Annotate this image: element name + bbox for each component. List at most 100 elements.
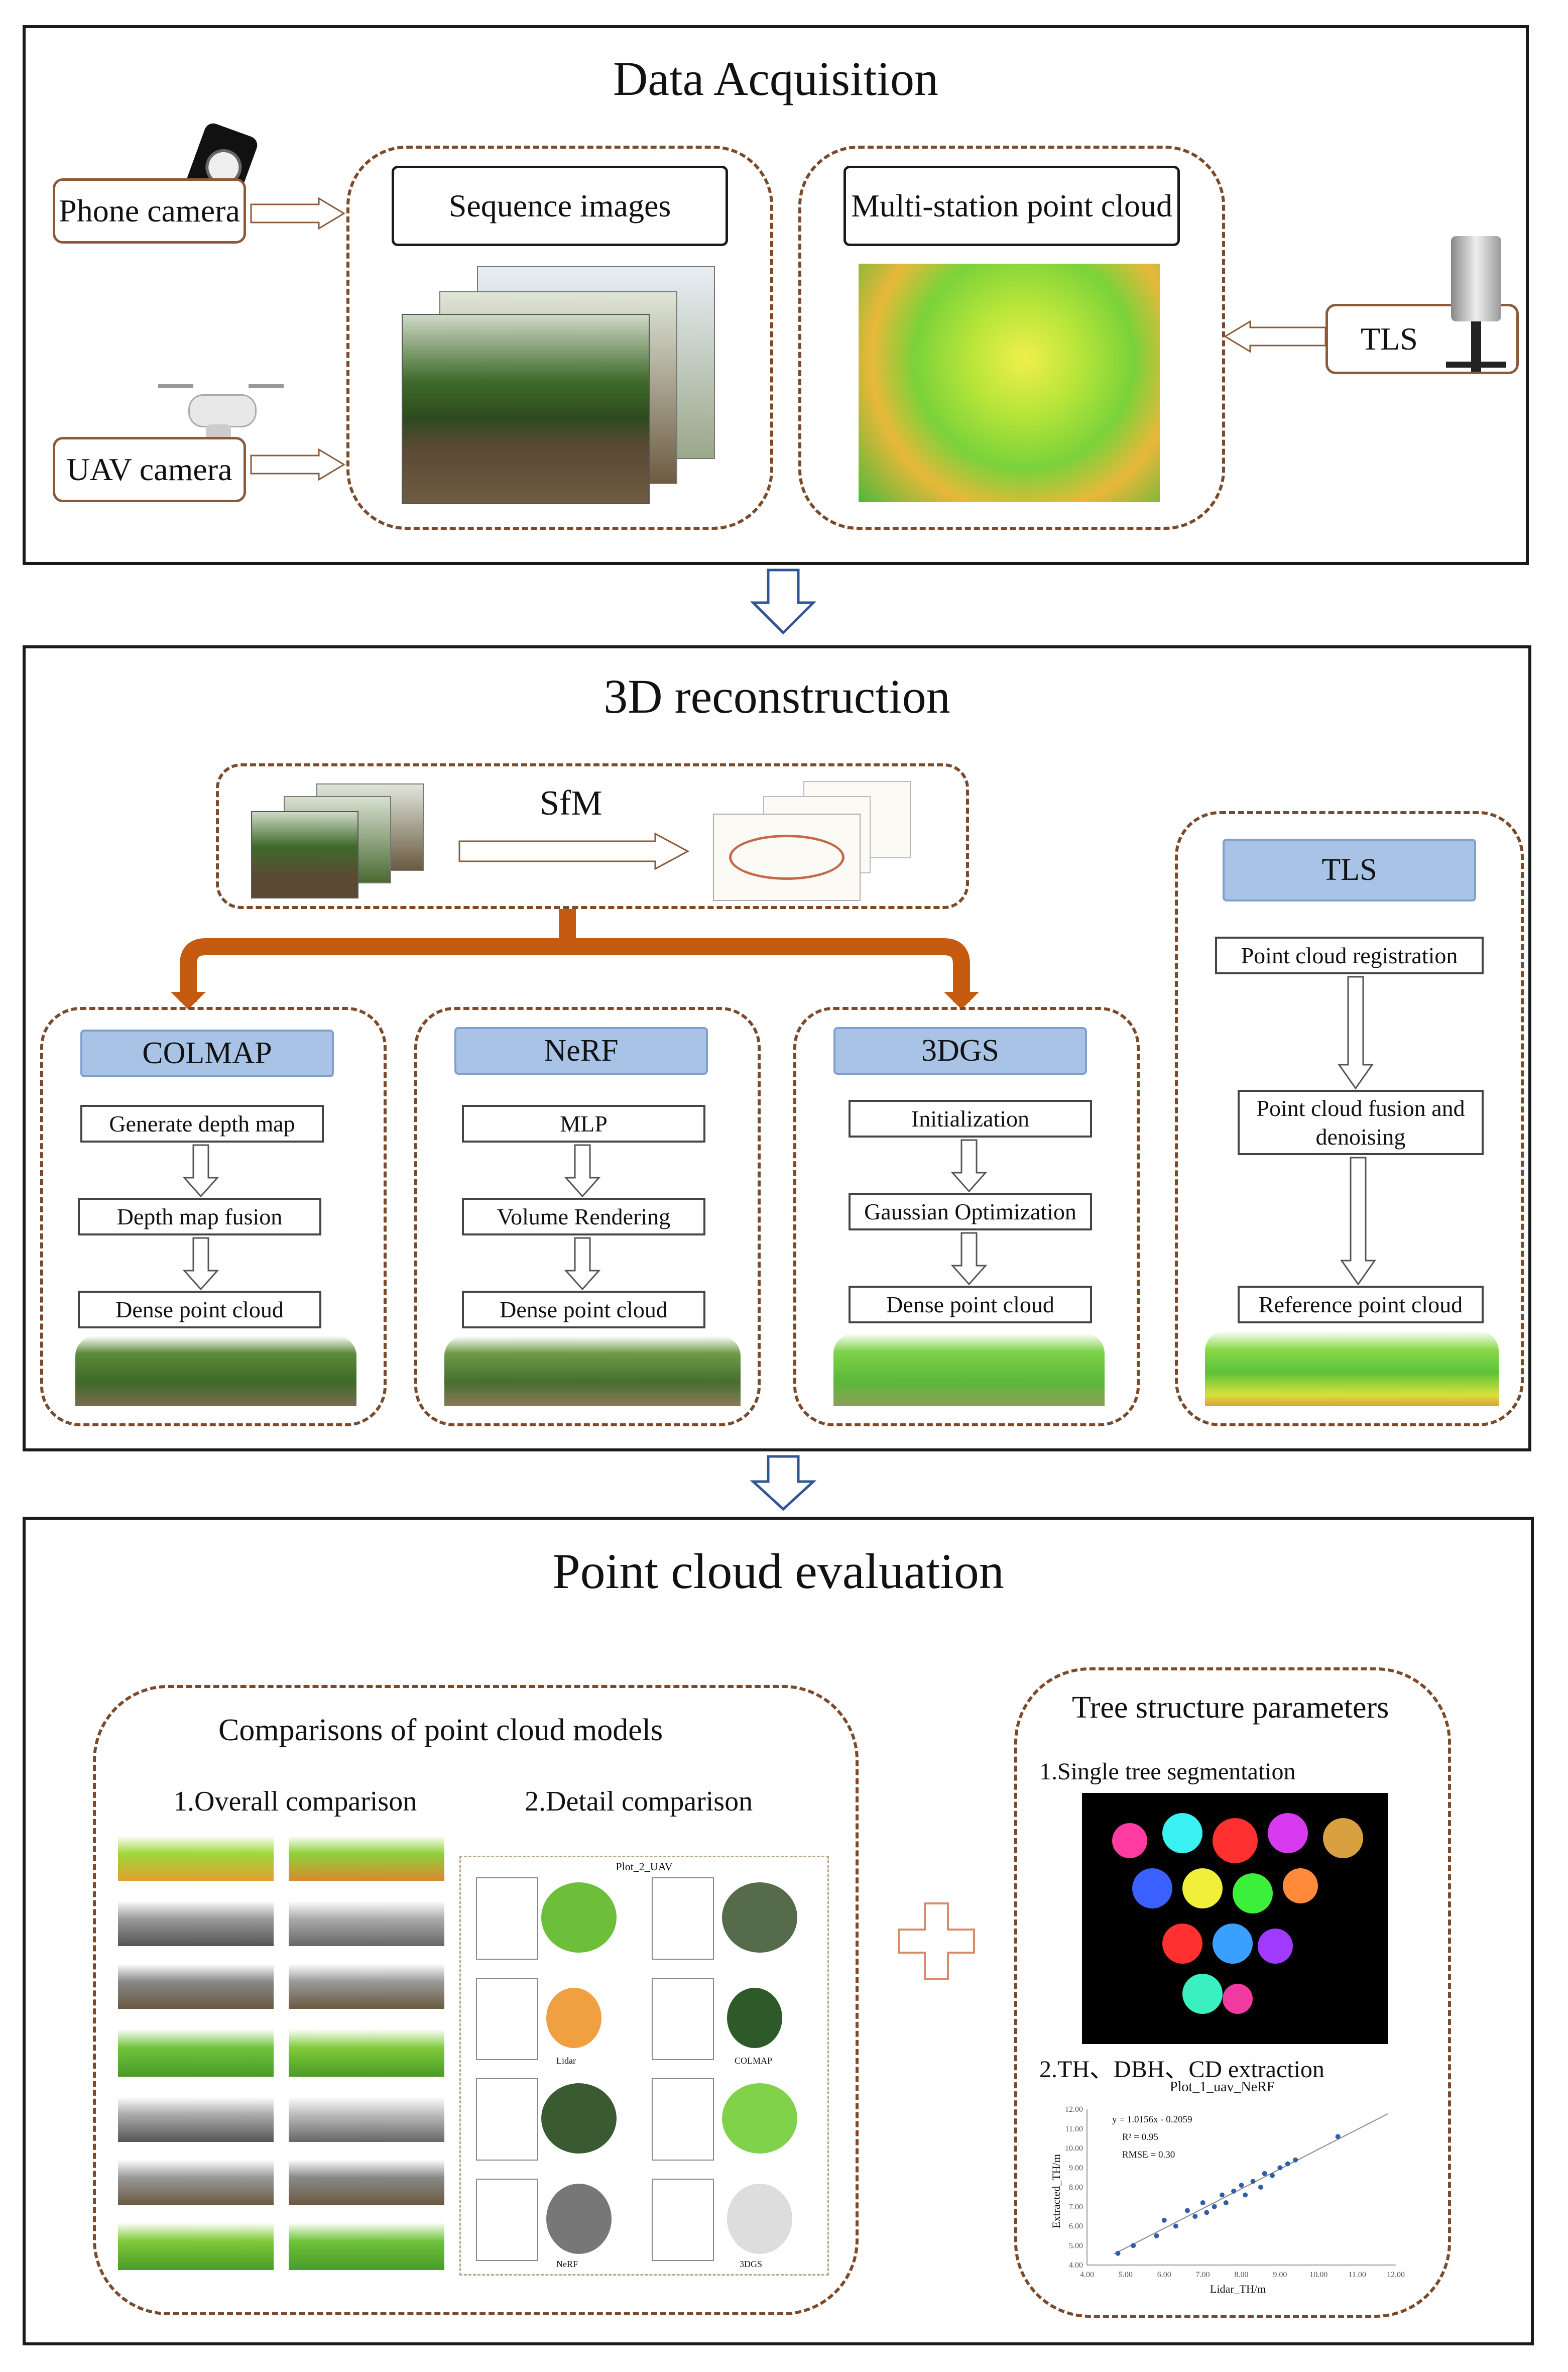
- scatter-point: [1258, 2185, 1263, 2190]
- scatter-x-tick: 12.00: [1387, 2271, 1405, 2279]
- scatter-x-tick: 5.00: [1119, 2271, 1133, 2279]
- multi-station-point-cloud-image: [859, 264, 1160, 502]
- colmap-arrow-1: [182, 1144, 219, 1198]
- scatter-y-tick: 4.00: [1069, 2261, 1083, 2270]
- plus-icon: [898, 1902, 975, 1980]
- scatter-point: [1212, 2204, 1217, 2209]
- colmap-step-2: Depth map fusion: [78, 1198, 321, 1235]
- tls-step-1: Point cloud registration: [1215, 937, 1484, 974]
- detail-comparison-figure: Plot_2_UAV Lidar COLMAP NeRF 3DGS: [459, 1856, 829, 2276]
- scatter-y-tick: 10.00: [1065, 2144, 1083, 2153]
- scatter-point: [1277, 2165, 1283, 2171]
- scatter-y-tick: 5.00: [1069, 2241, 1083, 2250]
- nerf-dense-cloud-image: [444, 1336, 741, 1406]
- nerf-header: NeRF: [454, 1027, 708, 1075]
- comparisons-group: [93, 1685, 859, 2315]
- scatter-x-tick: 7.00: [1196, 2271, 1210, 2279]
- scatter-point: [1239, 2183, 1244, 2188]
- overall-comparison-label: 1.Overall comparison: [173, 1786, 417, 1817]
- 3dgs-step-2: Gaussian Optimization: [849, 1193, 1092, 1230]
- tls-arrow-2: [1340, 1157, 1376, 1286]
- nerf-group: [414, 1007, 761, 1426]
- scatter-y-tick: 9.00: [1069, 2164, 1083, 2172]
- scatter-point: [1285, 2161, 1290, 2167]
- scatter-point: [1154, 2233, 1159, 2238]
- scatter-point: [1270, 2173, 1275, 2178]
- 3dgs-arrow-1: [950, 1139, 988, 1193]
- nerf-arrow-2: [564, 1237, 601, 1291]
- reconstruction-title: 3D reconstruction: [604, 669, 950, 723]
- sfm-group: [216, 763, 969, 909]
- scatter-xlabel: Lidar_TH/m: [1210, 2283, 1266, 2295]
- detail-label-colmap: COLMAP: [735, 2056, 773, 2066]
- uav-camera-box: UAV camera: [53, 437, 246, 502]
- scatter-point: [1293, 2157, 1298, 2163]
- detail-label-3dgs: 3DGS: [740, 2259, 763, 2269]
- detail-comparison-label: 2.Detail comparison: [525, 1786, 753, 1817]
- sfm-input-images: [251, 783, 427, 898]
- colmap-header: COLMAP: [80, 1030, 334, 1077]
- single-tree-segmentation-image: [1082, 1793, 1388, 2044]
- scatter-point: [1184, 2208, 1190, 2213]
- tls-header: TLS: [1223, 839, 1476, 901]
- scatter-point: [1192, 2214, 1198, 2219]
- scatter-point: [1250, 2179, 1256, 2184]
- scatter-point: [1131, 2243, 1136, 2248]
- scatter-plot-title: Plot_1_uav_NeRF: [1170, 2079, 1275, 2095]
- phone-camera-box: Phone camera: [53, 178, 246, 244]
- single-tree-label: 1.Single tree segmentation: [1039, 1758, 1296, 1785]
- tls-step-2: Point cloud fusion and denoising: [1238, 1090, 1484, 1155]
- scatter-x-tick: 9.00: [1273, 2271, 1287, 2279]
- phone-to-images-arrow: [250, 197, 345, 230]
- tls-reference-cloud-image: [1205, 1331, 1499, 1406]
- tree-parameters-group: [1014, 1667, 1451, 2318]
- scatter-ylabel: Extracted_TH/m: [1049, 2154, 1062, 2228]
- detail-plot-title: Plot_2_UAV: [616, 1860, 673, 1873]
- scatter-rmse: RMSE = 0.30: [1122, 2150, 1175, 2160]
- overall-comparison-grid: [118, 1836, 449, 2273]
- branch-arrow: [171, 909, 979, 1009]
- detail-label-lidar: Lidar: [556, 2056, 576, 2066]
- tls-arrow-1: [1338, 976, 1374, 1090]
- 3dgs-step-1: Initialization: [849, 1100, 1092, 1138]
- scatter-y-tick: 8.00: [1069, 2183, 1083, 2192]
- nerf-step-3: Dense point cloud: [462, 1291, 705, 1328]
- scatter-point: [1262, 2171, 1267, 2176]
- colmap-dense-cloud-image: [75, 1336, 356, 1406]
- tls-scanner-icon: [1441, 236, 1511, 372]
- data-acquisition-panel: Data Acquisition: [23, 25, 1529, 565]
- nerf-arrow-1: [564, 1144, 601, 1198]
- 3dgs-group: [793, 1007, 1140, 1426]
- scatter-point: [1200, 2200, 1205, 2205]
- 3dgs-arrow-2: [950, 1232, 988, 1286]
- sfm-arrow: [458, 832, 690, 870]
- drone-icon: [158, 374, 284, 449]
- nerf-step-1: MLP: [462, 1105, 705, 1143]
- scatter-point: [1115, 2250, 1121, 2256]
- scatter-point: [1231, 2188, 1237, 2194]
- scatter-point: [1243, 2192, 1248, 2198]
- acquisition-to-reconstruction-arrow: [750, 569, 817, 635]
- scatter-x-tick: 8.00: [1235, 2271, 1249, 2279]
- scatter-y-tick: 7.00: [1069, 2203, 1083, 2211]
- tls-step-3: Reference point cloud: [1238, 1286, 1484, 1323]
- uav-to-images-arrow: [250, 448, 345, 481]
- scatter-point: [1223, 2200, 1229, 2205]
- colmap-arrow-2: [182, 1237, 219, 1291]
- colmap-step-3: Dense point cloud: [78, 1291, 321, 1328]
- 3dgs-step-3: Dense point cloud: [849, 1286, 1092, 1323]
- sfm-label: SfM: [540, 784, 602, 823]
- scatter-x-tick: 6.00: [1157, 2271, 1171, 2279]
- 3dgs-dense-cloud-image: [833, 1333, 1105, 1406]
- scatter-equation: y = 1.0156x - 0.2059: [1112, 2114, 1192, 2125]
- evaluation-title: Point cloud evaluation: [552, 1543, 1004, 1599]
- scatter-fit-line: [1114, 2113, 1389, 2254]
- reconstruction-to-evaluation-arrow: [750, 1455, 817, 1511]
- scatter-y-tick: 12.00: [1065, 2105, 1083, 2114]
- comparisons-title: Comparisons of point cloud models: [218, 1713, 663, 1747]
- multi-station-group: [798, 146, 1225, 530]
- sequence-images-group: [346, 146, 773, 530]
- scatter-x-tick: 10.00: [1309, 2271, 1328, 2279]
- detail-label-nerf: NeRF: [556, 2259, 578, 2269]
